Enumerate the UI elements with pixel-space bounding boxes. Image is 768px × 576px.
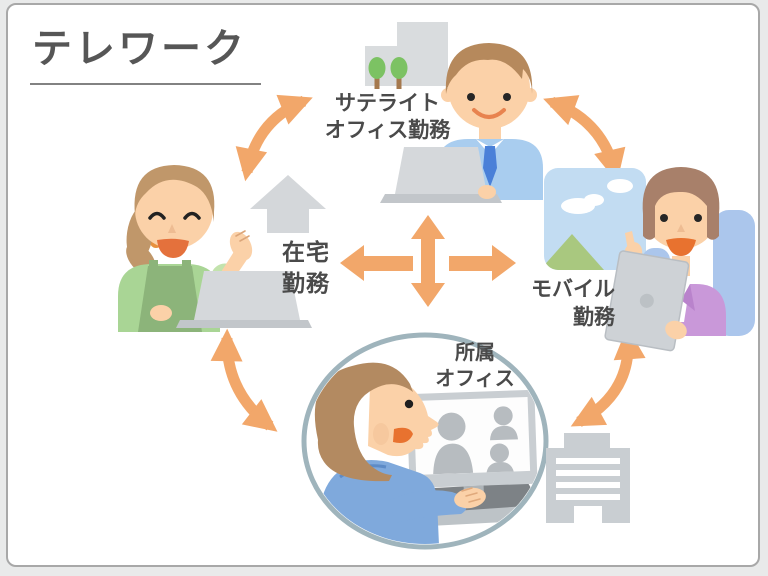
- cycle-arrow-bottom-left-icon: [210, 328, 278, 432]
- laptop-icon: [150, 271, 312, 328]
- main-office-illustration: [301, 332, 549, 550]
- center-cross-arrows-icon: [340, 215, 516, 307]
- cycle-arrow-bottom-right-icon: [570, 326, 646, 427]
- train-window-icon: [544, 168, 646, 270]
- label-home-work: 在宅 勤務: [282, 239, 330, 296]
- office-building-icon: [546, 433, 630, 523]
- page-title: テレワーク: [30, 16, 261, 85]
- cycle-arrow-top-left-icon: [235, 94, 313, 182]
- mobile-worker-illustration: [544, 167, 755, 352]
- satellite-building-icon: [365, 22, 448, 89]
- video-call-monitor-icon: [406, 389, 538, 497]
- label-mobile-work: モバイル 勤務: [531, 278, 615, 329]
- label-satellite-office: サテライト オフィス勤務: [324, 92, 451, 142]
- home-worker-illustration: [118, 165, 312, 332]
- satellite-worker-illustration: [380, 43, 543, 203]
- laptop-icon: [380, 147, 502, 203]
- cycle-arrow-top-right-icon: [543, 95, 626, 183]
- label-main-office: 所属 オフィス: [435, 342, 515, 390]
- cycle-arrows: [210, 94, 646, 432]
- home-icon: [250, 175, 326, 233]
